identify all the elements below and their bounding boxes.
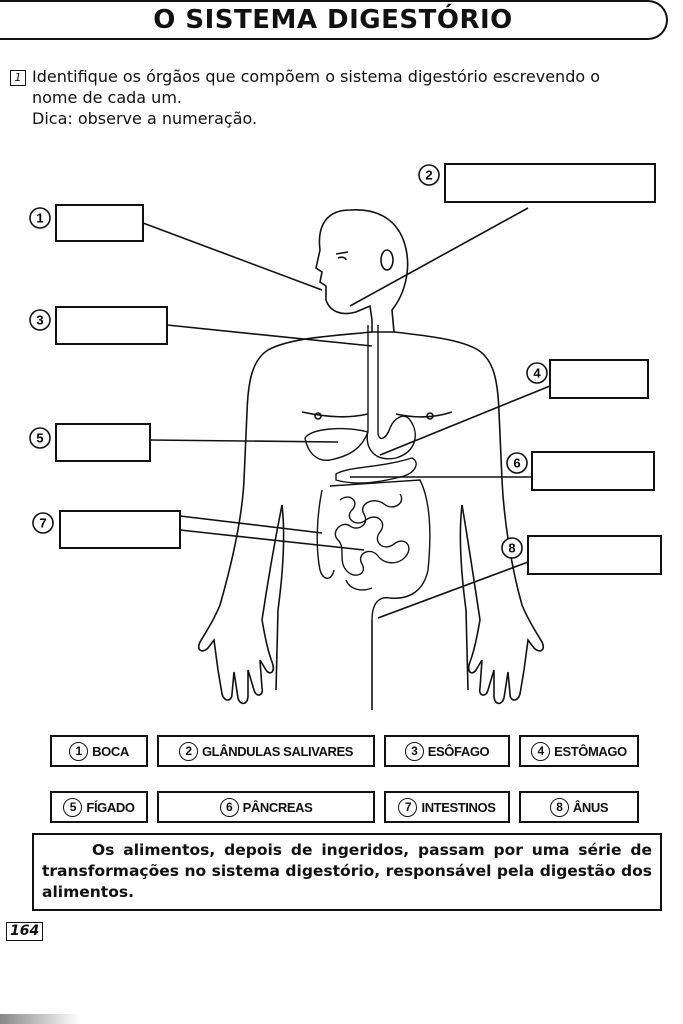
instruction-text-1: Identifique os órgãos que compõem o sist…: [32, 67, 601, 86]
digestive-system-diagram: 1 2 3 4 5 6 7 8: [29, 163, 662, 710]
key-number: 4: [531, 741, 551, 761]
marker-6: 6: [506, 452, 528, 474]
body-outline: [197, 209, 545, 710]
marker-3: 3: [29, 309, 51, 331]
key-label: ESÔFAGO: [427, 743, 490, 759]
large-intestine: [316, 479, 431, 621]
marker-4: 4: [526, 362, 548, 384]
key-label: ÂNUS: [572, 799, 609, 815]
marker-2: 2: [418, 164, 440, 186]
key-number: 3: [404, 741, 424, 761]
summary-box: Os alimentos, depois de ingeridos, passa…: [32, 833, 662, 911]
label-box-6[interactable]: [531, 451, 655, 491]
key-label: GLÂNDULAS SALIVARES: [201, 743, 354, 759]
key-label: ESTÔMAGO: [554, 743, 627, 759]
marker-3-text: 3: [36, 313, 43, 328]
marker-1: 1: [29, 207, 51, 229]
key-label: INTESTINOS: [421, 799, 496, 815]
key-label: PÂNCREAS: [242, 799, 313, 815]
marker-2-text: 2: [425, 168, 432, 183]
key-number: 5: [63, 797, 83, 817]
page-title: O SISTEMA DIGESTÓRIO: [153, 5, 513, 35]
summary-text: Os alimentos, depois de ingeridos, passa…: [42, 841, 652, 901]
marker-5-text: 5: [36, 431, 43, 446]
key-label: BOCA: [92, 743, 129, 759]
liver: [304, 427, 369, 461]
key-number: 1: [69, 741, 89, 761]
pancreas: [335, 457, 417, 484]
label-box-2[interactable]: [444, 163, 656, 203]
instruction-line-1: 1 Identifique os órgãos que compõem o sis…: [10, 66, 670, 87]
stomach: [366, 415, 416, 460]
exercise-number: 1: [10, 70, 26, 86]
title-banner: O SISTEMA DIGESTÓRIO: [0, 0, 668, 40]
small-intestine: [334, 493, 410, 576]
instruction-line-3: Dica: observe a numeração.: [32, 109, 258, 128]
number-markers: 1 2 3 4 5 6 7 8: [29, 164, 548, 559]
marker-7-text: 7: [39, 516, 46, 531]
label-box-8[interactable]: [527, 535, 662, 575]
label-box-7[interactable]: [59, 510, 181, 549]
label-box-5[interactable]: [55, 423, 151, 462]
key-number: 8: [549, 797, 569, 817]
page-number: 164: [6, 922, 44, 941]
key-label: FÍGADO: [86, 799, 135, 815]
marker-1-text: 1: [36, 211, 43, 226]
key-number: 7: [398, 797, 418, 817]
scan-edge: [0, 1014, 80, 1024]
marker-5: 5: [29, 427, 51, 449]
instruction-line-2: nome de cada um.: [32, 88, 182, 107]
organs: [304, 325, 431, 621]
marker-6-text: 6: [513, 456, 520, 471]
marker-8-text: 8: [508, 541, 515, 556]
marker-7: 7: [32, 512, 54, 534]
label-box-1[interactable]: [55, 204, 144, 242]
pointer-lines: [142, 207, 551, 619]
label-box-4[interactable]: [549, 359, 649, 399]
marker-8: 8: [501, 537, 523, 559]
label-box-3[interactable]: [55, 306, 168, 345]
instruction: 1 Identifique os órgãos que compõem o sis…: [10, 66, 670, 129]
key-number: 6: [219, 797, 239, 817]
key-number: 2: [178, 741, 198, 761]
marker-4-text: 4: [533, 366, 541, 381]
